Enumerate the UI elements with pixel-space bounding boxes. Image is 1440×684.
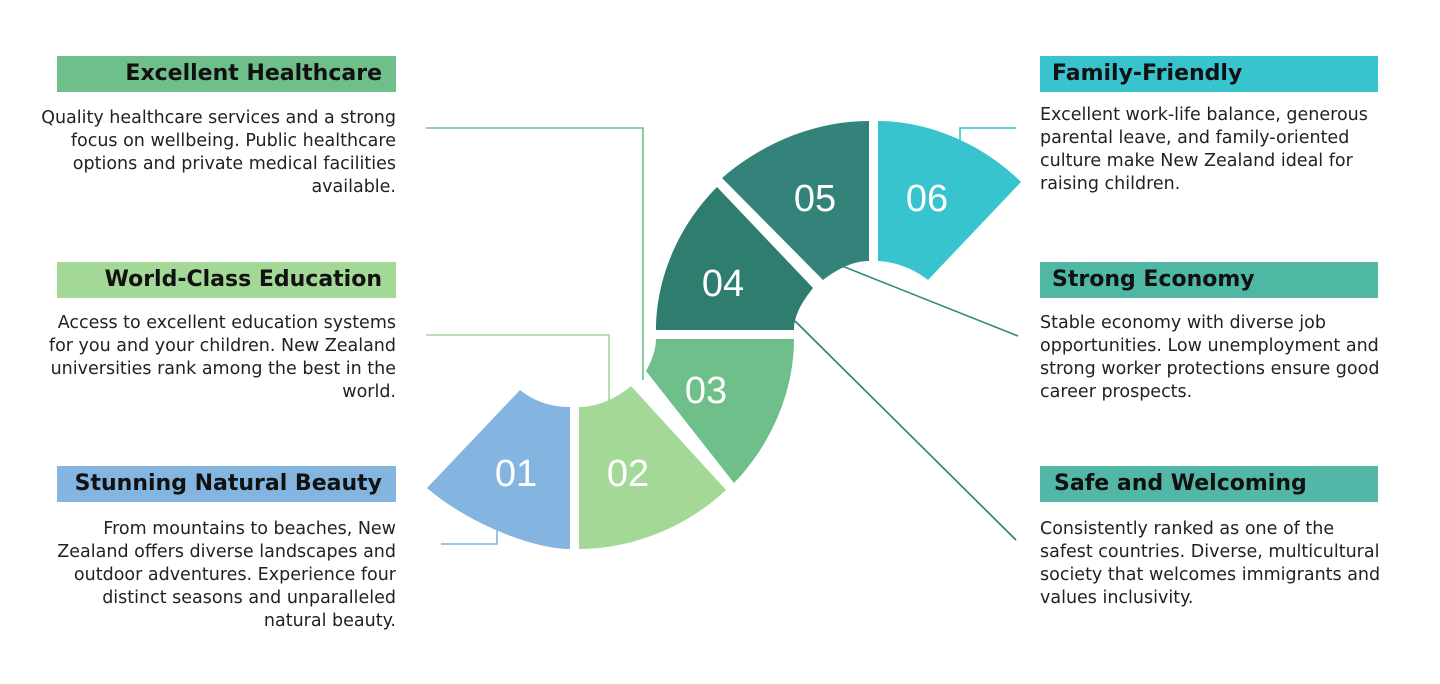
heading-family-friendly: Family-Friendly	[1040, 56, 1378, 92]
segment-02-label: 02	[607, 453, 649, 495]
heading-strong-economy: Strong Economy	[1040, 262, 1378, 298]
connector-healthcare	[426, 127, 644, 380]
connector-beauty	[441, 530, 498, 545]
heading-excellent-healthcare: Excellent Healthcare	[57, 56, 396, 92]
connector-education	[426, 334, 610, 408]
segment-05-label: 05	[794, 178, 836, 220]
connector-lines	[426, 127, 1019, 545]
segment-02[interactable]	[579, 386, 726, 549]
segment-04-label: 04	[702, 263, 744, 305]
heading-world-class-education: World-Class Education	[57, 262, 396, 298]
description-stunning-natural-beauty: From mountains to beaches, New Zealand o…	[57, 519, 396, 631]
segment-01-label: 01	[495, 453, 537, 495]
description-world-class-education: Access to excellent education systems fo…	[48, 313, 396, 402]
segment-03-label: 03	[685, 370, 727, 412]
segment-03[interactable]	[646, 339, 794, 483]
segment-05[interactable]	[722, 121, 869, 280]
segments	[427, 121, 1021, 549]
segment-01[interactable]	[427, 390, 570, 549]
description-family-friendly: Excellent work-life balance, generous pa…	[1040, 105, 1368, 194]
heading-safe-and-welcoming: Safe and Welcoming	[1040, 466, 1378, 502]
description-safe-and-welcoming: Consistently ranked as one of the safest…	[1040, 519, 1381, 608]
description-excellent-healthcare: Quality healthcare services and a strong…	[41, 108, 396, 197]
heading-stunning-natural-beauty: Stunning Natural Beauty	[57, 466, 396, 502]
description-strong-economy: Stable economy with diverse job opportun…	[1040, 313, 1380, 402]
segment-06-label: 06	[906, 178, 948, 220]
connector-economy	[841, 265, 1019, 337]
segment-04[interactable]	[656, 187, 813, 330]
segment-labels: 01 02 03 04 05 06	[495, 178, 948, 495]
connector-safe	[794, 320, 1017, 541]
segment-06[interactable]	[878, 121, 1021, 280]
